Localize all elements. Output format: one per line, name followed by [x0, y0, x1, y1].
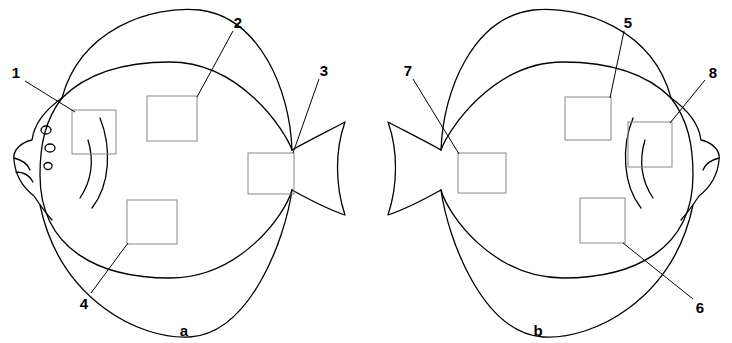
leader-line	[293, 79, 319, 153]
callout-number: 4	[80, 296, 88, 311]
fish-blind-side	[388, 9, 719, 337]
sample-square	[127, 200, 177, 244]
sample-square	[458, 153, 506, 193]
leader-lines	[25, 31, 705, 299]
sample-square	[628, 122, 672, 167]
fish-eyed-side	[14, 9, 345, 337]
sample-square	[147, 96, 197, 141]
leader-line	[197, 31, 233, 97]
panel-letter: b	[533, 323, 542, 338]
leader-line	[670, 80, 705, 123]
panel-letter: a	[180, 323, 188, 338]
sample-squares	[72, 96, 672, 244]
sample-square	[565, 97, 611, 140]
sample-square	[248, 153, 294, 194]
sample-square	[580, 198, 625, 243]
leader-line	[610, 31, 624, 98]
callout-number: 7	[404, 63, 412, 78]
leader-line	[413, 79, 459, 154]
callout-number: 8	[709, 65, 717, 80]
leader-line	[91, 243, 128, 293]
leader-line	[25, 81, 75, 112]
sample-square	[72, 110, 116, 154]
callout-number: 2	[234, 15, 242, 30]
leader-line	[623, 243, 693, 299]
callout-number: 5	[624, 15, 632, 30]
callout-number: 6	[696, 300, 704, 315]
callout-number: 3	[320, 63, 328, 78]
callout-number: 1	[12, 65, 20, 80]
